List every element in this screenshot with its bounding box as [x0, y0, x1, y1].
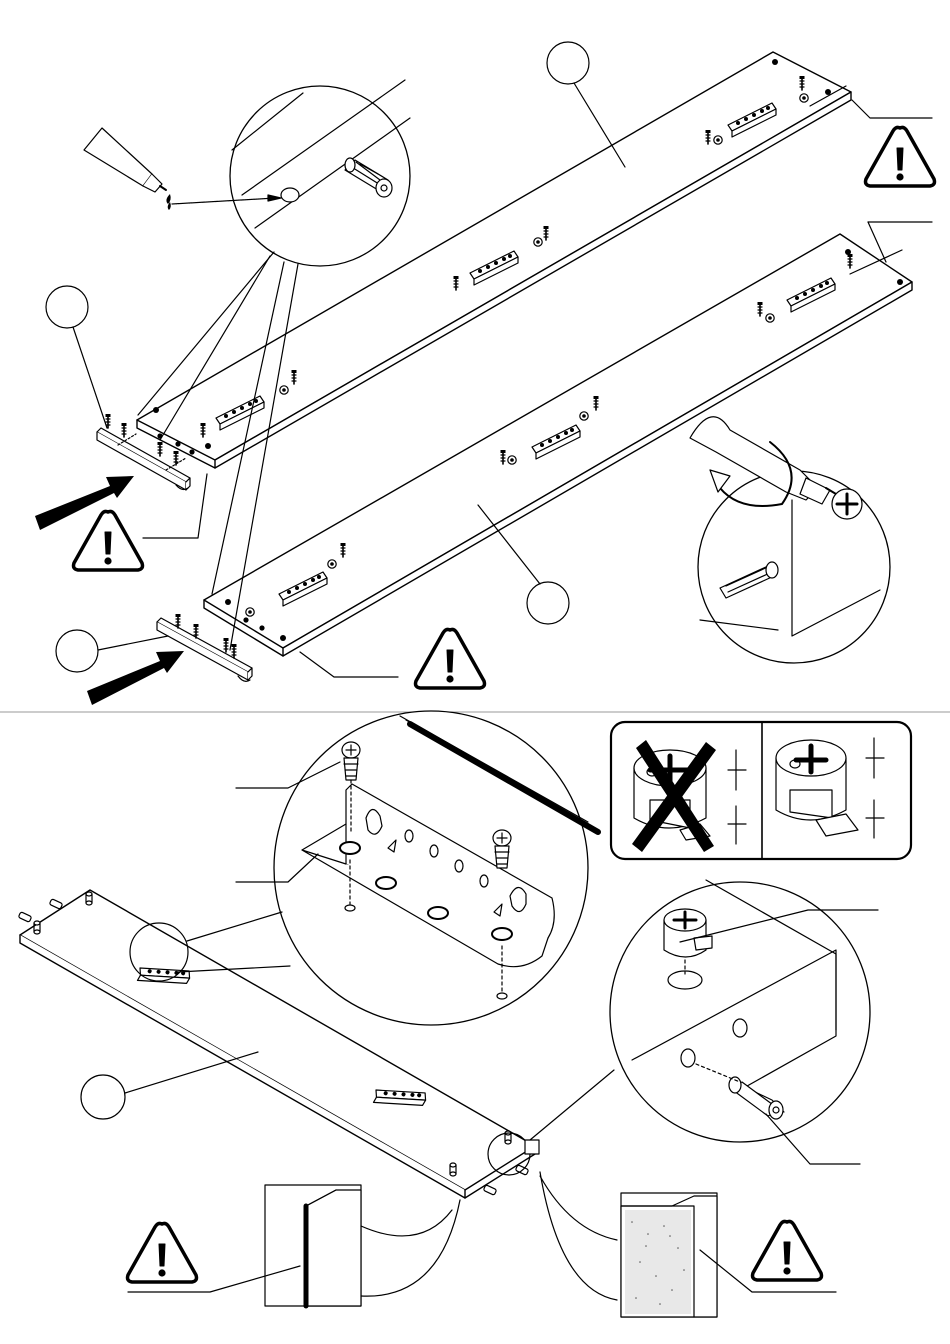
warning-triangle-icon	[74, 511, 143, 570]
part-callout-bottom-panel	[81, 1075, 125, 1119]
part-callout-lower-panel	[527, 582, 569, 624]
warning-triangle-icon	[753, 1221, 822, 1280]
lower-front-rail	[157, 614, 252, 681]
warning-triangle-icon	[416, 629, 485, 688]
step-upper	[35, 42, 935, 705]
cam-lock-orientation-box	[611, 722, 911, 859]
top-panel	[137, 52, 851, 468]
part-callout-rail-1	[46, 286, 88, 328]
cam-lock-icon	[664, 909, 712, 957]
part-callout-rail-2	[56, 630, 98, 672]
warning-triangle-icon	[866, 127, 935, 186]
part-callout-top-panel	[547, 42, 589, 84]
warning-triangle-icon	[128, 1223, 197, 1282]
step-lower	[18, 711, 911, 1317]
raw-edge-detail	[540, 1172, 836, 1317]
phillips-screwdriver-icon	[690, 417, 890, 663]
cam-lock-detail	[530, 880, 878, 1164]
